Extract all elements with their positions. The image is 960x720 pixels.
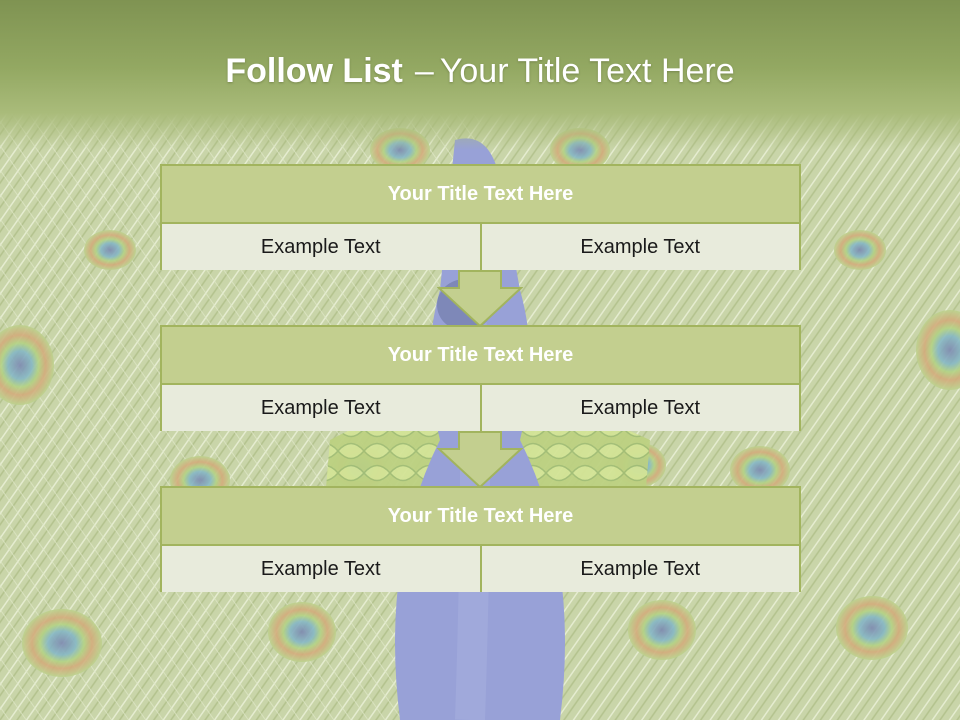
block-title: Your Title Text Here — [162, 327, 799, 383]
block-cell-right: Example Text — [481, 546, 799, 592]
slide-title-rest: Your Title Text Here — [439, 52, 735, 90]
block-cell-left: Example Text — [162, 385, 480, 431]
list-block-1: Your Title Text Here Example Text Exampl… — [160, 164, 801, 270]
block-cells: Example Text Example Text — [162, 546, 799, 592]
block-cell-right: Example Text — [481, 385, 799, 431]
slide-title: Follow List–Your Title Text Here — [0, 52, 960, 91]
block-cells: Example Text Example Text — [162, 385, 799, 431]
block-title: Your Title Text Here — [162, 166, 799, 222]
down-arrow-icon — [437, 431, 523, 489]
list-block-3: Your Title Text Here Example Text Exampl… — [160, 486, 801, 592]
block-title: Your Title Text Here — [162, 488, 799, 544]
block-cell-left: Example Text — [162, 546, 480, 592]
slide-title-separator: – — [414, 52, 434, 90]
block-cell-left: Example Text — [162, 224, 480, 270]
slide-title-bold: Follow List — [225, 52, 403, 90]
block-cells: Example Text Example Text — [162, 224, 799, 270]
header-band — [0, 0, 960, 150]
down-arrow-icon — [437, 270, 523, 328]
list-block-2: Your Title Text Here Example Text Exampl… — [160, 325, 801, 431]
block-cell-right: Example Text — [481, 224, 799, 270]
